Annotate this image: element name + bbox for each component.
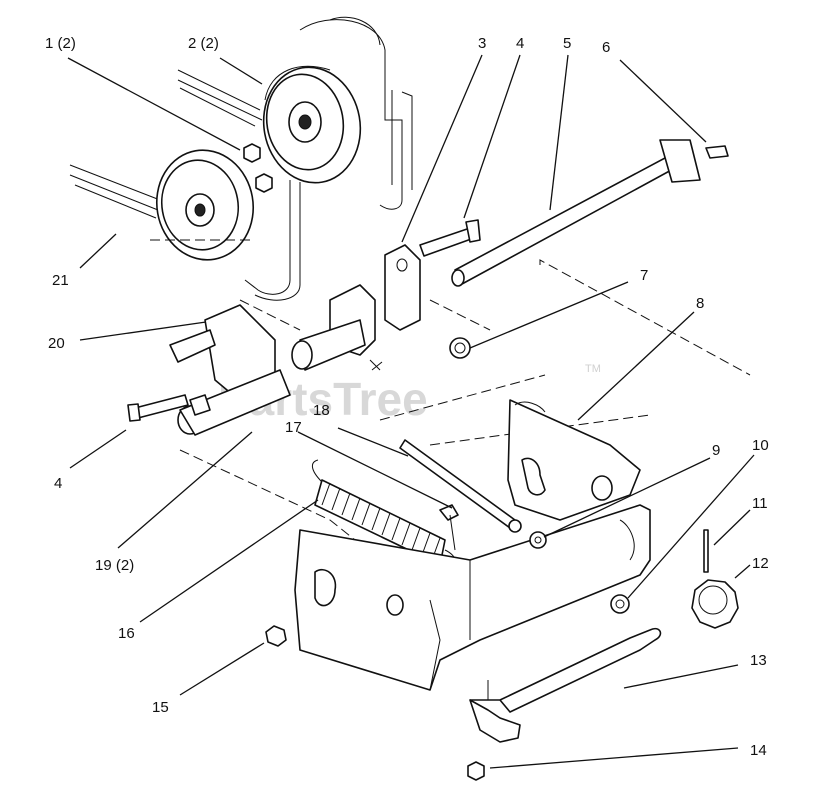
assembly-lines — [150, 239, 751, 601]
callout-17: 17 — [285, 419, 302, 436]
plate-8 — [507, 399, 641, 521]
bushing-7 — [449, 337, 471, 359]
rod-13 — [469, 627, 662, 743]
belt-lower — [69, 164, 301, 301]
rod-18 — [399, 439, 522, 533]
callout-5: 5 — [563, 35, 571, 52]
watermark-trademark: TM — [585, 363, 601, 375]
callout-15: 15 — [152, 699, 169, 716]
nut-1 — [243, 143, 273, 193]
callouts: 1 (2) 2 (2) 3 4 5 6 7 8 9 10 11 12 13 14… — [45, 35, 769, 759]
callout-4-lower: 4 — [54, 475, 62, 492]
arm-bracket — [291, 284, 383, 371]
nut-14 — [467, 761, 485, 781]
washer-10 — [610, 594, 630, 614]
bolt-17 — [439, 504, 459, 551]
callout-11: 11 — [752, 495, 768, 512]
callout-14: 14 — [750, 742, 767, 759]
callout-19: 19 (2) — [95, 557, 134, 574]
belt-upper — [177, 16, 413, 210]
callout-16: 16 — [118, 625, 135, 642]
idler-pulley-upper — [262, 65, 362, 184]
callout-6: 6 — [602, 39, 610, 56]
callout-3: 3 — [478, 35, 486, 52]
pivot-shaft — [451, 139, 729, 287]
callout-21: 21 — [52, 272, 69, 289]
bracket-20 — [169, 304, 291, 436]
callout-4-upper: 4 — [516, 35, 524, 52]
mounting-plate-main — [294, 504, 651, 691]
callout-8: 8 — [696, 295, 704, 312]
pin-11 — [703, 529, 709, 573]
bolt-4-upper — [419, 219, 481, 257]
leader-lines — [67, 54, 755, 769]
callout-20: 20 — [48, 335, 65, 352]
knob-12 — [691, 579, 739, 629]
callout-13: 13 — [750, 652, 767, 669]
nut-15 — [265, 625, 287, 647]
bolt-4-lower — [127, 394, 189, 422]
callout-7: 7 — [640, 267, 648, 284]
callout-10: 10 — [752, 437, 769, 454]
callout-12: 12 — [752, 555, 769, 572]
callout-18: 18 — [313, 402, 330, 419]
callout-1: 1 (2) — [45, 35, 76, 52]
callout-2: 2 (2) — [188, 35, 219, 52]
bracket-3 — [384, 244, 421, 331]
callout-9: 9 — [712, 442, 720, 459]
washer-9 — [529, 531, 547, 549]
idler-pulley-lower — [155, 149, 255, 261]
